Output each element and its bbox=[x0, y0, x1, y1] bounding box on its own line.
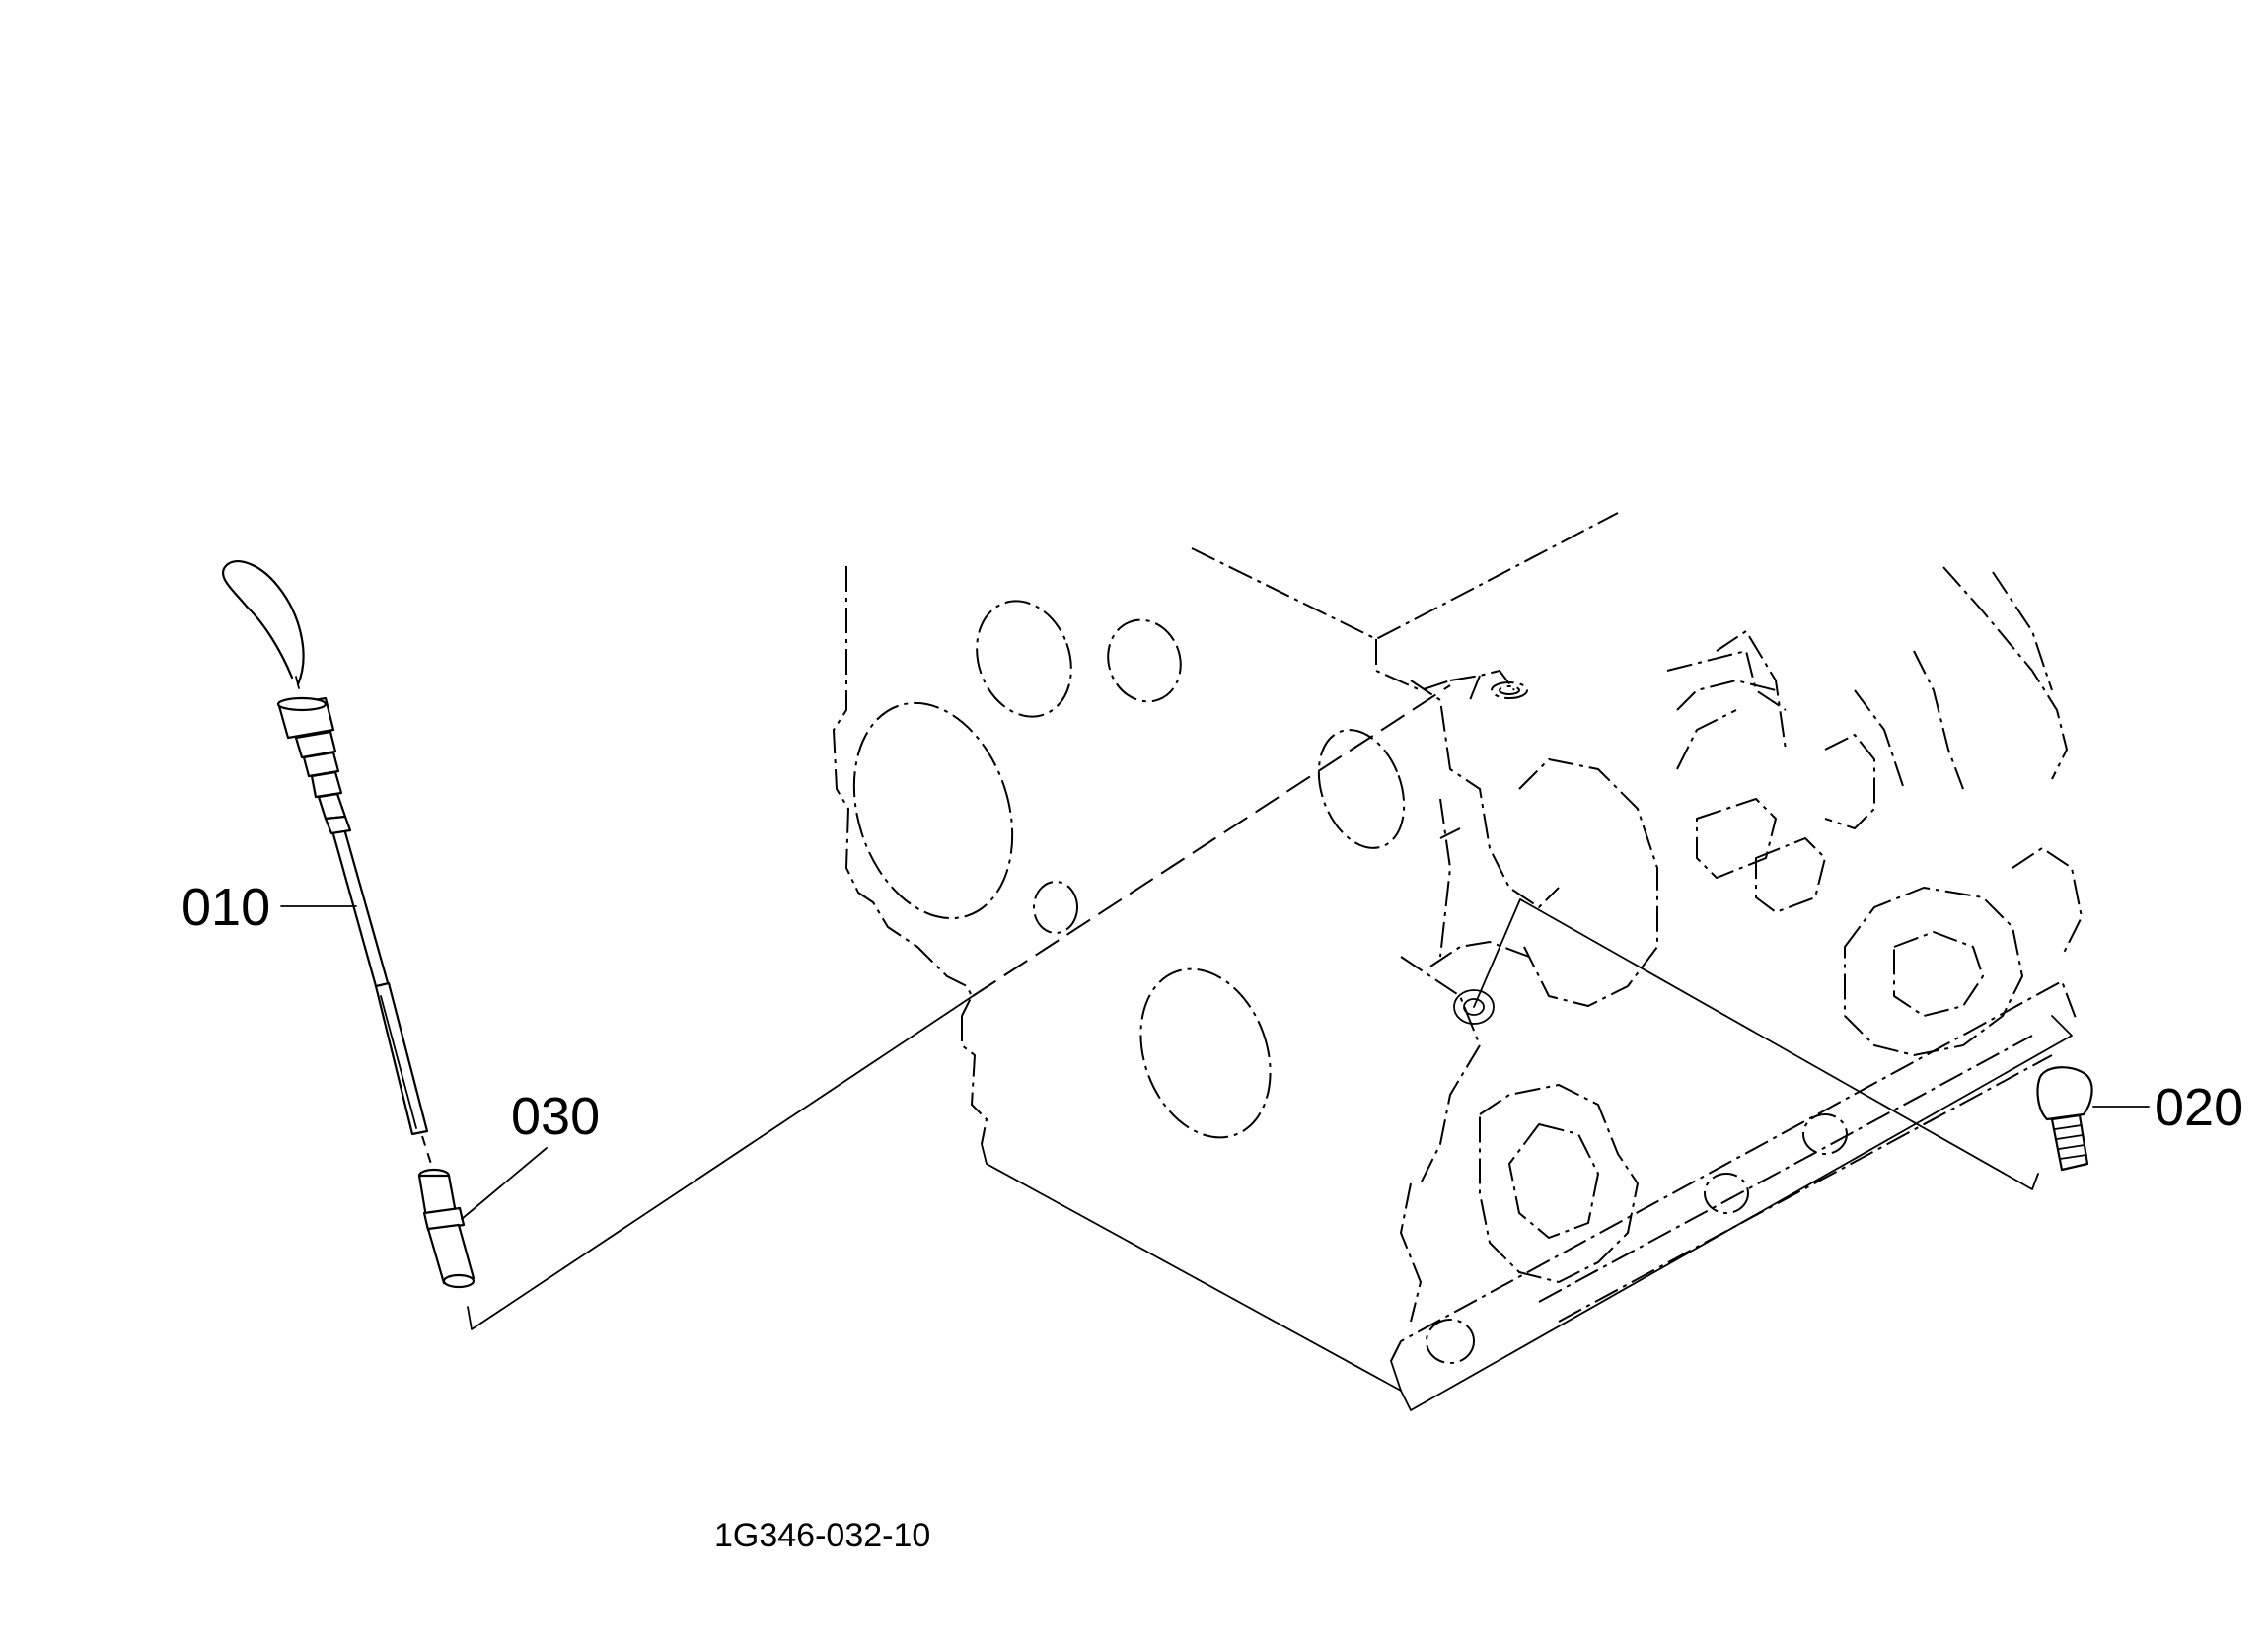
drawing-code: 1G346-032-10 bbox=[714, 1517, 930, 1554]
drain-plug bbox=[2036, 1066, 2093, 1172]
engine-block bbox=[833, 512, 2083, 1411]
callout-030: 030 bbox=[461, 1087, 600, 1220]
dipstick bbox=[222, 560, 432, 1165]
guide-tube bbox=[417, 1168, 476, 1289]
callout-label-010: 010 bbox=[182, 878, 270, 937]
assembly-lines bbox=[467, 684, 2039, 1330]
callout-label-020: 020 bbox=[2155, 1078, 2243, 1137]
drain-hole bbox=[1453, 989, 1495, 1025]
callout-010: 010 bbox=[182, 878, 357, 937]
callout-label-030: 030 bbox=[511, 1087, 600, 1146]
callout-020: 020 bbox=[2092, 1078, 2243, 1137]
